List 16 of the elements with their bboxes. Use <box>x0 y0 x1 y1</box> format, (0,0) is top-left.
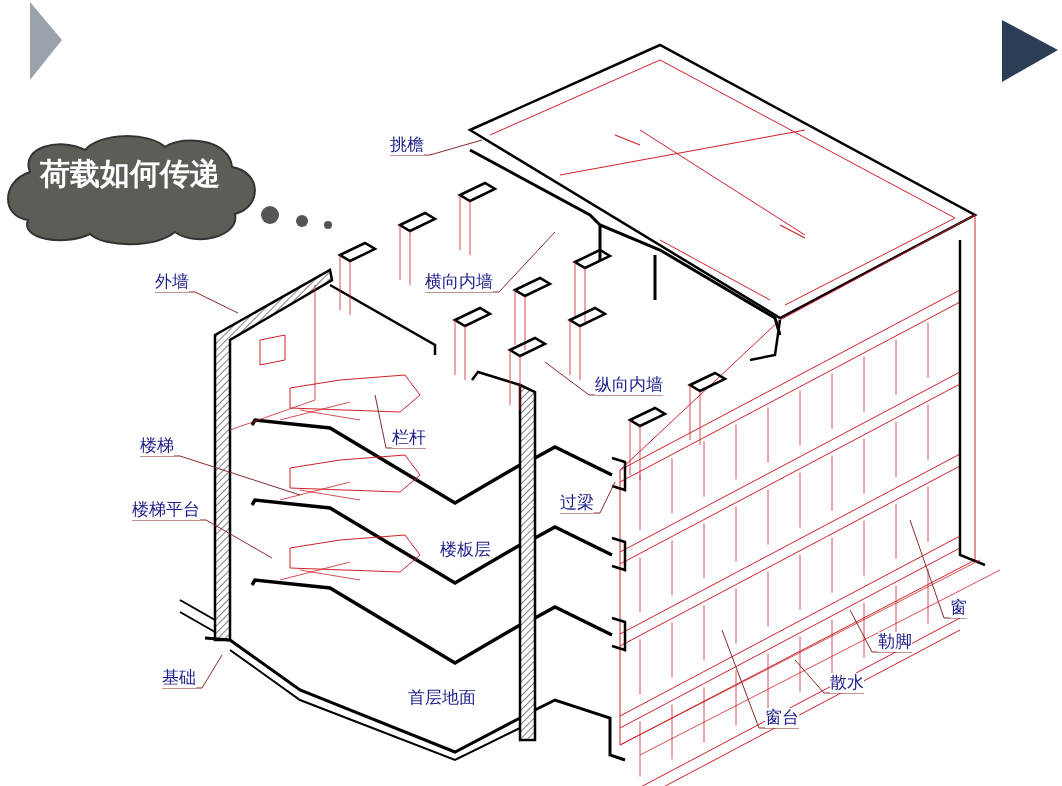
part-label: 楼板层 <box>440 540 491 560</box>
part-label: 外墙 <box>155 272 189 292</box>
part-label: 首层地面 <box>408 688 476 708</box>
part-label: 楼梯平台 <box>132 500 200 520</box>
part-label: 勒脚 <box>878 632 912 652</box>
part-label: 基础 <box>162 668 196 688</box>
part-label: 窗台 <box>765 708 799 728</box>
cloud-text: 荷载如何传递 <box>40 155 220 193</box>
part-label: 栏杆 <box>392 428 426 448</box>
part-label: 挑檐 <box>390 135 424 155</box>
part-label: 过梁 <box>560 493 594 513</box>
part-label: 楼梯 <box>140 436 174 456</box>
part-label: 散水 <box>830 673 864 693</box>
part-label: 窗 <box>950 598 967 618</box>
part-label: 横向内墙 <box>425 272 493 292</box>
part-label: 纵向内墙 <box>595 375 663 395</box>
